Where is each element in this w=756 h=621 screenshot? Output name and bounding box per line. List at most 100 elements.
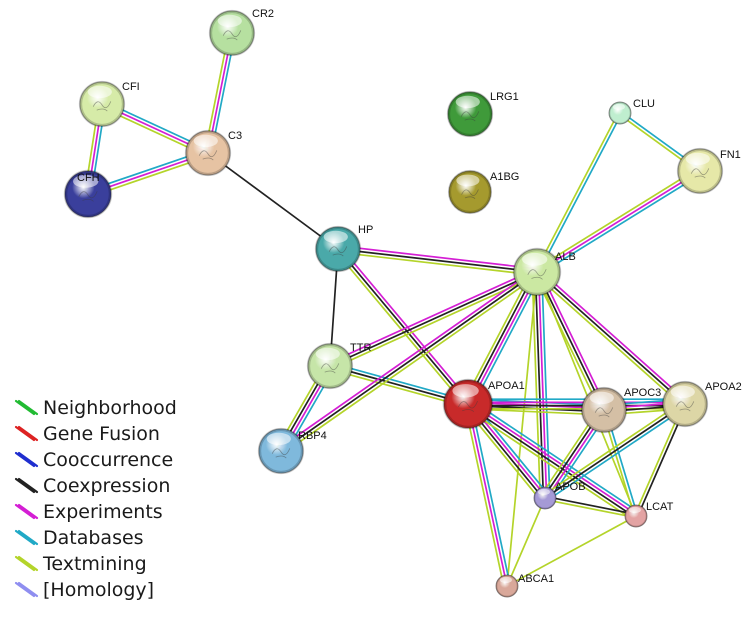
edge-line-textmining	[536, 271, 637, 517]
legend-swatch	[14, 529, 36, 546]
node-structure-glyph	[320, 363, 340, 374]
edge-alb-abca1	[506, 271, 538, 587]
node-highlight	[612, 103, 625, 111]
edge-line-coexpression	[466, 404, 636, 519]
node-cfh[interactable]: CFH	[63, 169, 113, 219]
node-ttr[interactable]: TTR	[306, 342, 371, 390]
node-label: CFI	[122, 81, 140, 93]
legend-label: Coexpression	[43, 475, 170, 497]
node-cfi[interactable]: CFI	[78, 80, 140, 128]
legend-swatch	[14, 581, 36, 598]
node-alb[interactable]: ALB	[512, 247, 576, 297]
node-label: CLU	[633, 98, 655, 110]
node-apoa2[interactable]: APOA2	[661, 380, 742, 428]
edge-apob-abca1	[506, 497, 546, 587]
edge-line-coexpression	[534, 271, 545, 499]
legend-swatch	[14, 555, 36, 572]
node-label: APOA1	[488, 380, 525, 392]
node-hp[interactable]: HP	[314, 224, 373, 273]
node-label: CR2	[252, 8, 274, 20]
node-fn1[interactable]: FN1	[676, 147, 741, 195]
node-structure-glyph	[328, 246, 348, 257]
edge-hp-apoa1	[334, 246, 472, 407]
node-highlight	[452, 384, 479, 398]
node-rim	[442, 378, 494, 430]
edge-line-textmining	[464, 403, 505, 588]
node-rim	[512, 247, 562, 297]
node-structure-glyph	[527, 269, 547, 280]
node-rim	[306, 342, 354, 390]
node-structure-glyph	[690, 168, 710, 179]
node-rim	[661, 380, 709, 428]
edge-line-textmining	[281, 273, 540, 455]
node-rim	[495, 574, 519, 598]
node-c3[interactable]: C3	[184, 129, 242, 177]
edge-line-experiments	[468, 271, 540, 406]
legend-item-neighborhood: Neighborhood	[14, 397, 177, 419]
legend-swatch	[14, 399, 36, 416]
node-highlight	[537, 488, 550, 496]
node-structure-glyph	[78, 191, 98, 202]
edge-line-textmining	[328, 368, 469, 408]
edge-line-coexpression	[465, 270, 537, 405]
edge-line-experiments	[539, 269, 608, 410]
edge-apoa1-abca1	[464, 402, 511, 588]
node-rim	[676, 147, 724, 195]
edge-line-coexpression	[544, 495, 638, 516]
edge-line-databases	[471, 273, 543, 408]
node-rim	[447, 169, 493, 215]
edge-line-coexpression	[536, 271, 686, 405]
edge-hp-alb	[336, 244, 539, 277]
legend-swatch	[17, 477, 39, 494]
legend-item-databases: Databases	[14, 527, 144, 549]
legend-item-genefusion: Gene Fusion	[14, 423, 160, 445]
edge-line-textmining	[543, 498, 637, 519]
edge-line-experiments	[536, 170, 701, 273]
node-lcat[interactable]: LCAT	[624, 501, 674, 528]
edge-line-experiments	[467, 403, 508, 587]
node-label: LCAT	[646, 501, 674, 513]
node-highlight	[456, 174, 480, 187]
node-rim	[624, 504, 648, 528]
legend-label: Databases	[43, 527, 144, 549]
edge-line-databases	[329, 362, 470, 402]
legend-swatch	[17, 581, 39, 598]
legend-swatch	[14, 425, 36, 442]
edge-line-databases	[470, 402, 511, 587]
edge-line-experiments	[278, 268, 537, 450]
node-lrg1[interactable]: LRG1	[446, 90, 519, 138]
edge-alb-apoa1	[462, 268, 543, 408]
node-structure-glyph	[92, 101, 112, 112]
legend-item-experiments: Experiments	[14, 501, 163, 523]
node-abca1[interactable]: ABCA1	[495, 573, 554, 598]
edge-line-coexpression	[280, 271, 538, 452]
node-label: HP	[358, 224, 373, 236]
node-clu[interactable]: CLU	[608, 98, 655, 125]
edge-line-textmining	[534, 273, 684, 408]
edge-line-databases	[537, 112, 623, 274]
node-cr2[interactable]: CR2	[208, 8, 274, 57]
edge-line-textmining	[534, 167, 700, 271]
edge-line-experiments	[538, 268, 688, 403]
node-a1bg[interactable]: A1BG	[447, 169, 519, 215]
edge-line-textmining	[334, 250, 467, 407]
node-rim	[257, 427, 305, 475]
edge-line-textmining	[506, 271, 538, 587]
node-rbp4[interactable]: RBP4	[257, 427, 327, 475]
node-structure-glyph	[675, 401, 695, 412]
node-highlight	[499, 576, 512, 584]
legend-swatch	[14, 477, 36, 494]
node-highlight	[217, 14, 242, 28]
node-structure-glyph	[594, 407, 614, 418]
edge-line-databases	[537, 172, 703, 276]
edge-fn1-alb	[534, 167, 703, 276]
protein-nodes: CR2CFIC3CFHLRG1A1BGCLUFN1HPALBTTRRBP4APO…	[63, 8, 742, 598]
legend-item-coexpression: Coexpression	[14, 475, 170, 497]
node-apoc3[interactable]: APOC3	[580, 386, 661, 434]
node-apoa1[interactable]: APOA1	[442, 378, 525, 430]
edge-rbp4-alb	[278, 268, 540, 455]
legend-swatch	[17, 555, 39, 572]
legend-label: Experiments	[43, 501, 163, 523]
node-apob[interactable]: APOB	[533, 481, 586, 510]
node-highlight	[323, 230, 348, 244]
